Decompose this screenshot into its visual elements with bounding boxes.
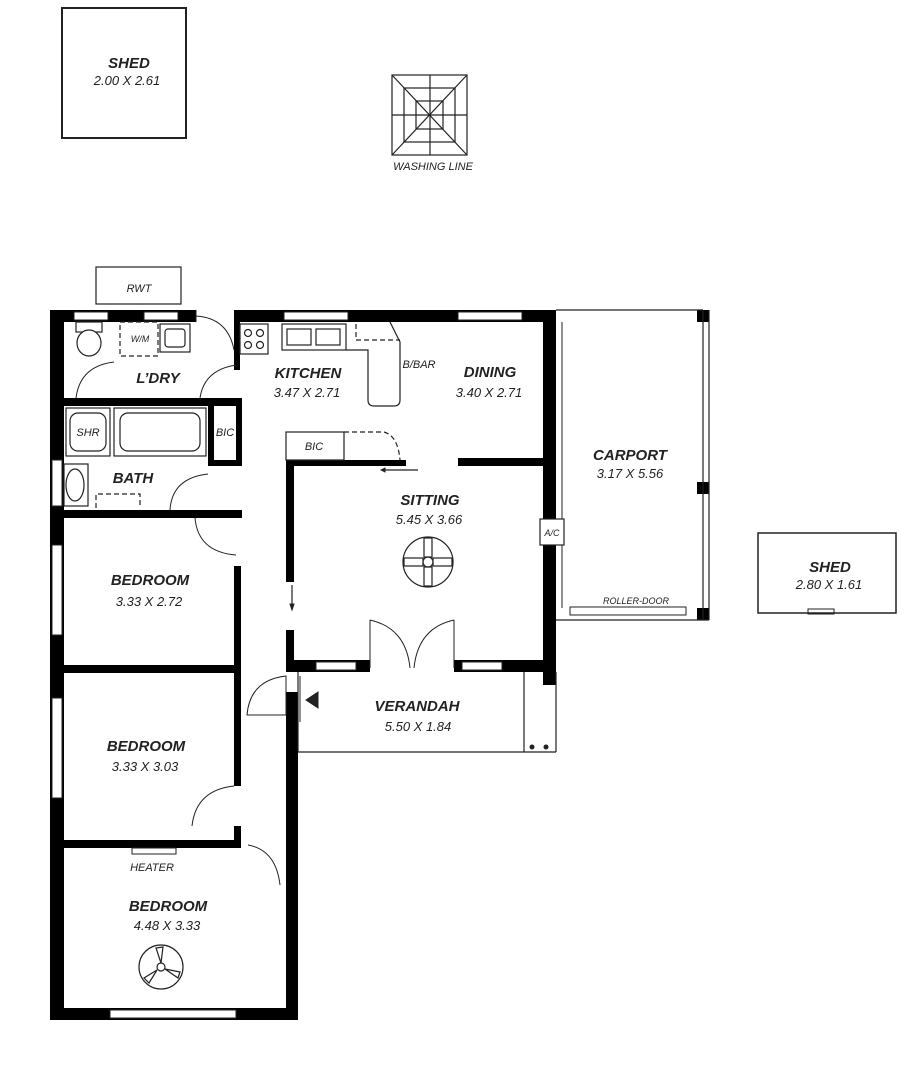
bedroom-2-title: BEDROOM (107, 738, 186, 755)
dining: DINING 3.40 X 2.71 (456, 364, 523, 400)
bic-bath-label: BIC (216, 427, 234, 439)
bedroom-1: BEDROOM 3.33 X 2.72 (111, 572, 190, 609)
kitchen-dim: 3.47 X 2.71 (274, 385, 341, 400)
bathroom: SHR BIC BATH (63, 407, 234, 508)
shed-top: SHED 2.00 X 2.61 (61, 7, 187, 139)
toilet-icon (75, 321, 103, 357)
sitting: BIC SITTING 5.45 X 3.66 A/C (285, 431, 565, 588)
doors (75, 310, 455, 886)
carport-title: CARPORT (593, 447, 669, 464)
bath-title: BATH (113, 470, 155, 487)
shower-icon (65, 407, 111, 457)
laundry-title: L’DRY (136, 370, 182, 387)
bedroom-2: BEDROOM 3.33 X 3.03 (107, 738, 186, 774)
basin-icon (63, 463, 89, 507)
bedroom-3-title: BEDROOM (129, 898, 208, 915)
washing-line: WASHING LINE (391, 74, 474, 173)
shower-label: SHR (76, 427, 99, 439)
bedroom-1-dim: 3.33 X 2.72 (116, 594, 183, 609)
bedroom-3: HEATER BEDROOM 4.48 X 3.33 (129, 847, 208, 990)
washing-line-icon (391, 74, 468, 156)
ceiling-fan-icon (402, 536, 454, 588)
verandah-dim: 5.50 X 1.84 (385, 719, 452, 734)
laundry-fixtures: W/M L’DRY (75, 321, 191, 387)
ceiling-fan-icon (138, 944, 184, 990)
shed-top-title: SHED (108, 55, 150, 72)
bic-sitting-label: BIC (305, 441, 323, 453)
heater-label: HEATER (130, 862, 174, 874)
shed-right-title: SHED (809, 559, 851, 576)
kitchen: KITCHEN 3.47 X 2.71 B/BAR (239, 321, 436, 407)
wm-label: W/M (131, 334, 150, 344)
carport: CARPORT 3.17 X 5.56 ROLLER-DOOR (593, 447, 669, 606)
ac-label: A/C (543, 528, 560, 538)
bbar-label: B/BAR (402, 359, 435, 371)
bedroom-1-title: BEDROOM (111, 572, 190, 589)
roller-door-label: ROLLER-DOOR (603, 596, 670, 606)
sitting-dim: 5.45 X 3.66 (396, 512, 463, 527)
sitting-title: SITTING (400, 492, 459, 509)
windows (51, 311, 835, 1019)
dining-title: DINING (464, 364, 517, 381)
verandah-title: VERANDAH (374, 698, 460, 715)
bedroom-3-dim: 4.48 X 3.33 (134, 918, 201, 933)
carport-dim: 3.17 X 5.56 (597, 466, 664, 481)
washing-line-label: WASHING LINE (393, 161, 474, 173)
rainwater-tank: RWT (95, 266, 182, 305)
kitchen-sink-icon (281, 323, 347, 351)
shed-top-dim: 2.00 X 2.61 (93, 73, 161, 88)
kitchen-title: KITCHEN (275, 365, 343, 382)
bedroom-2-dim: 3.33 X 3.03 (112, 759, 179, 774)
laundry-tub-icon (159, 323, 191, 353)
stove-icon (239, 323, 269, 355)
rwt-label: RWT (127, 283, 153, 295)
shed-right-dim: 2.80 X 1.61 (795, 577, 863, 592)
dining-dim: 3.40 X 2.71 (456, 385, 523, 400)
bathtub-icon (113, 407, 207, 457)
verandah: VERANDAH 5.50 X 1.84 (374, 698, 460, 734)
shed-right: SHED 2.80 X 1.61 (757, 532, 897, 614)
